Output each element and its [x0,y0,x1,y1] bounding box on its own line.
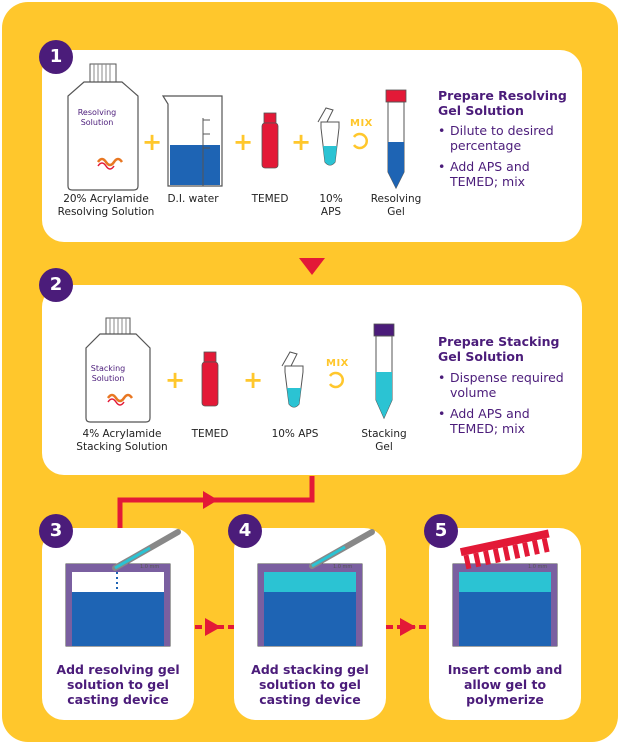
item-label-di-water: D.I. water [167,193,219,205]
aps-tube-icon [317,107,340,166]
thickness-label: 1.0 mm [333,564,353,570]
arrow-head-step3-to-step4 [205,618,221,636]
item-label-stacking-gel: Stacking Gel [361,428,407,453]
arrow-head-step4-to-step5 [400,618,416,636]
plus-sign: + [142,128,163,156]
step5-badge: 5 [424,514,458,548]
step3-caption: Add resolving gel solution to gel castin… [56,662,180,707]
mix-arrow-icon [328,371,344,389]
step2-badge: 2 [39,268,73,302]
stacking-gel-tube-icon [373,323,395,420]
bullet-item: Add APS and TEMED; mix [438,159,578,189]
mix-label: MIX [326,358,349,369]
item-label-acrylamide: 4% Acrylamide Stacking Solution [76,428,168,453]
step2-title: Prepare Stacking Gel Solution [438,334,560,364]
thickness-label: 1.0 mm [140,564,160,570]
step2-bullets: Dispense required volume Add APS and TEM… [438,370,578,442]
stacking-bottle-icon [85,317,151,423]
resolving-gel-tube-icon [385,89,407,190]
resolving-bottle-label: Resolving Solution [77,108,117,127]
item-label-resolving-gel: Resolving Gel [370,193,422,218]
stacking-bottle-label: Stacking Solution [90,364,126,383]
temed-tube-icon [201,351,219,407]
temed-tube-icon [261,112,279,169]
item-label-temed: TEMED [191,428,229,440]
arrow-step1-to-step2 [299,258,325,275]
step4-badge: 4 [228,514,262,548]
casting-cassette-icon [65,563,171,647]
pipette-icon [309,529,375,569]
step1-bullets: Dilute to desired percentage Add APS and… [438,123,578,195]
bullet-item: Dilute to desired percentage [438,123,578,153]
comb-icon [459,529,550,570]
di-water-beaker-icon [161,95,223,187]
item-label-temed: TEMED [251,193,289,205]
plus-sign: + [243,366,264,394]
item-label-aps: 10% APS [271,428,319,440]
casting-cassette-icon [452,563,558,647]
step5-caption: Insert comb and allow gel to polymerize [447,662,563,707]
mix-label: MIX [350,118,373,129]
arrow-head-step2-to-step3 [203,491,218,509]
step1-badge: 1 [39,40,73,74]
thickness-label: 1.0 mm [528,564,548,570]
mix-arrow-icon [352,132,368,150]
bullet-item: Dispense required volume [438,370,578,400]
plus-sign: + [233,128,254,156]
item-label-aps: 10% APS [319,193,343,218]
step4-caption: Add stacking gel solution to gel casting… [251,662,369,707]
plus-sign: + [165,366,186,394]
bullet-item: Add APS and TEMED; mix [438,406,578,436]
step1-title: Prepare Resolving Gel Solution [438,88,567,118]
pipette-icon [112,529,181,571]
item-label-acrylamide: 20% Acrylamide Resolving Solution [57,193,155,218]
casting-cassette-icon [257,563,363,647]
resolving-bottle-icon [67,63,139,191]
plus-sign: + [291,128,312,156]
step3-badge: 3 [39,514,73,548]
aps-tube-icon [281,351,304,408]
